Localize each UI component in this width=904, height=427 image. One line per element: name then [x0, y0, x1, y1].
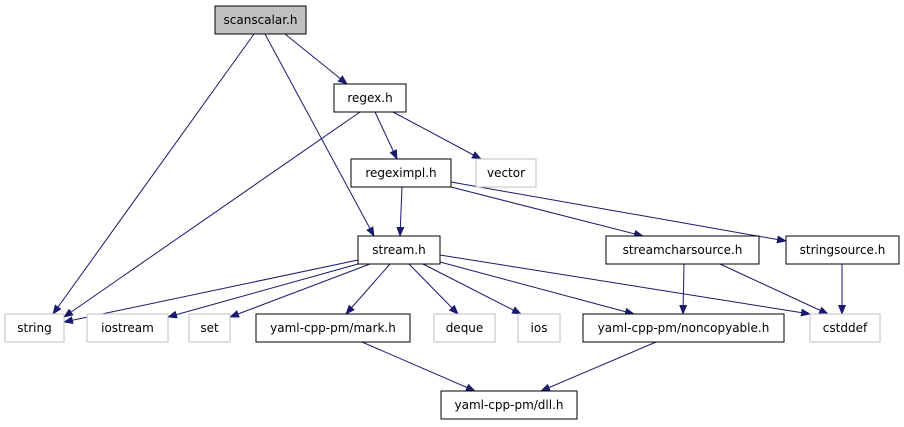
edge-scanscalar-to-regex	[284, 33, 348, 85]
edge-mark-to-dll	[361, 341, 476, 392]
node-iostream: iostream	[86, 313, 169, 343]
edge-streamcharsource-to-cstddef	[719, 263, 829, 315]
node-label-string: string	[17, 321, 51, 335]
node-label-ios: ios	[531, 321, 548, 335]
edge-stream-to-noncopyable	[439, 261, 635, 316]
edge-scanscalar-to-string	[52, 33, 255, 315]
node-label-mark: yaml-cpp-pm/mark.h	[270, 321, 396, 335]
edge-regex-to-string	[63, 111, 361, 318]
node-streamcharsource[interactable]: streamcharsource.h	[605, 235, 760, 265]
node-dll[interactable]: yaml-cpp-pm/dll.h	[440, 390, 578, 420]
node-vector: vector	[475, 158, 537, 188]
node-label-streamcharsource: streamcharsource.h	[623, 243, 743, 257]
edge-stream-to-iostream	[167, 263, 359, 319]
edges-layer	[52, 33, 846, 392]
node-box-dll	[440, 390, 578, 420]
node-regex[interactable]: regex.h	[333, 83, 407, 113]
node-box-cstddef	[809, 313, 881, 343]
edge-regeximpl-to-stringsource	[450, 181, 787, 244]
edge-regex-to-regeximpl	[374, 111, 398, 160]
node-label-dll: yaml-cpp-pm/dll.h	[454, 398, 563, 412]
edge-stream-to-mark	[345, 263, 391, 315]
node-scanscalar[interactable]: scanscalar.h	[214, 5, 307, 35]
node-mark[interactable]: yaml-cpp-pm/mark.h	[255, 313, 411, 343]
node-stringsource[interactable]: stringsource.h	[785, 235, 900, 265]
node-stream[interactable]: stream.h	[357, 235, 441, 265]
edge-stream-to-set	[229, 263, 371, 318]
edge-stream-to-string	[63, 259, 359, 325]
node-label-regex: regex.h	[347, 91, 392, 105]
node-label-cstddef: cstddef	[823, 321, 868, 335]
node-label-scanscalar: scanscalar.h	[224, 13, 298, 27]
node-box-stream	[357, 235, 441, 265]
node-ios: ios	[517, 313, 561, 343]
node-label-set: set	[200, 321, 219, 335]
edge-streamcharsource-to-noncopyable	[679, 263, 688, 315]
node-label-stringsource: stringsource.h	[800, 243, 886, 257]
node-box-regex	[333, 83, 407, 113]
node-label-iostream: iostream	[101, 321, 154, 335]
node-box-streamcharsource	[605, 235, 760, 265]
node-set: set	[188, 313, 231, 343]
edge-noncopyable-to-dll	[540, 341, 657, 392]
edge-stream-to-ios	[422, 263, 522, 315]
node-label-stream: stream.h	[372, 243, 425, 257]
node-box-vector	[475, 158, 537, 188]
node-box-regeximpl	[350, 158, 452, 188]
node-box-iostream	[86, 313, 169, 343]
node-box-noncopyable	[582, 313, 785, 343]
node-box-scanscalar	[214, 5, 307, 35]
node-box-ios	[517, 313, 561, 343]
node-string: string	[4, 313, 65, 343]
node-box-string	[4, 313, 65, 343]
edge-regeximpl-to-streamcharsource	[450, 186, 644, 238]
edge-scanscalar-to-stream	[264, 33, 375, 237]
node-label-deque: deque	[446, 321, 484, 335]
node-box-stringsource	[785, 235, 900, 265]
node-box-mark	[255, 313, 411, 343]
edge-regeximpl-to-stream	[396, 186, 405, 237]
node-label-noncopyable: yaml-cpp-pm/noncopyable.h	[598, 321, 770, 335]
edge-regex-to-vector	[392, 111, 482, 160]
node-deque: deque	[433, 313, 496, 343]
node-label-vector: vector	[487, 166, 525, 180]
node-box-deque	[433, 313, 496, 343]
nodes-layer: scanscalar.h regex.h vector regeximpl.h stre…	[4, 5, 900, 420]
edge-stream-to-cstddef	[439, 254, 811, 317]
node-label-regeximpl: regeximpl.h	[365, 166, 436, 180]
node-box-set	[188, 313, 231, 343]
edge-stream-to-deque	[408, 263, 459, 315]
node-cstddef: cstddef	[809, 313, 881, 343]
node-noncopyable[interactable]: yaml-cpp-pm/noncopyable.h	[582, 313, 785, 343]
node-regeximpl[interactable]: regeximpl.h	[350, 158, 452, 188]
